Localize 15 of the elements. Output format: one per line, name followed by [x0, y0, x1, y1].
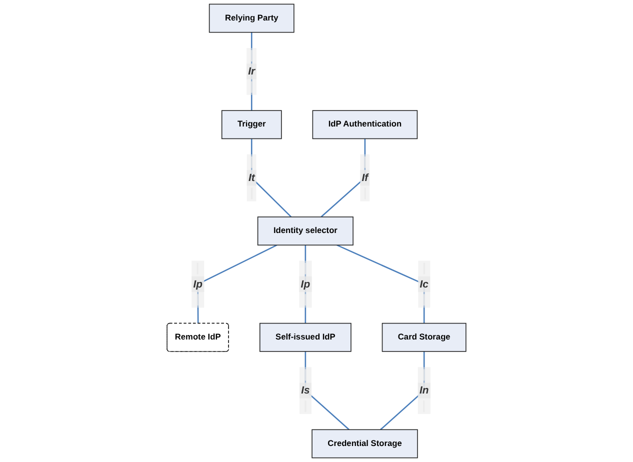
- node-box: Card Storage: [382, 322, 466, 352]
- node-box: Trigger: [221, 110, 282, 140]
- node-box: IdP Authentication: [312, 110, 418, 140]
- node-box: Credential Storage: [312, 429, 418, 458]
- edge-label: It: [248, 172, 255, 184]
- node-box: Identity selector: [257, 216, 354, 246]
- edge-label: Is: [301, 384, 310, 396]
- edge-label: In: [419, 384, 429, 396]
- edge-label: Ir: [248, 66, 256, 78]
- node-box: Self-issued IdP: [260, 322, 352, 352]
- edge-label: Ic: [420, 278, 428, 290]
- node-box: Relying Party: [208, 4, 294, 33]
- edge-label: If: [362, 172, 368, 184]
- edge-label: Ip: [193, 278, 202, 290]
- edge-label: Ip: [300, 278, 310, 290]
